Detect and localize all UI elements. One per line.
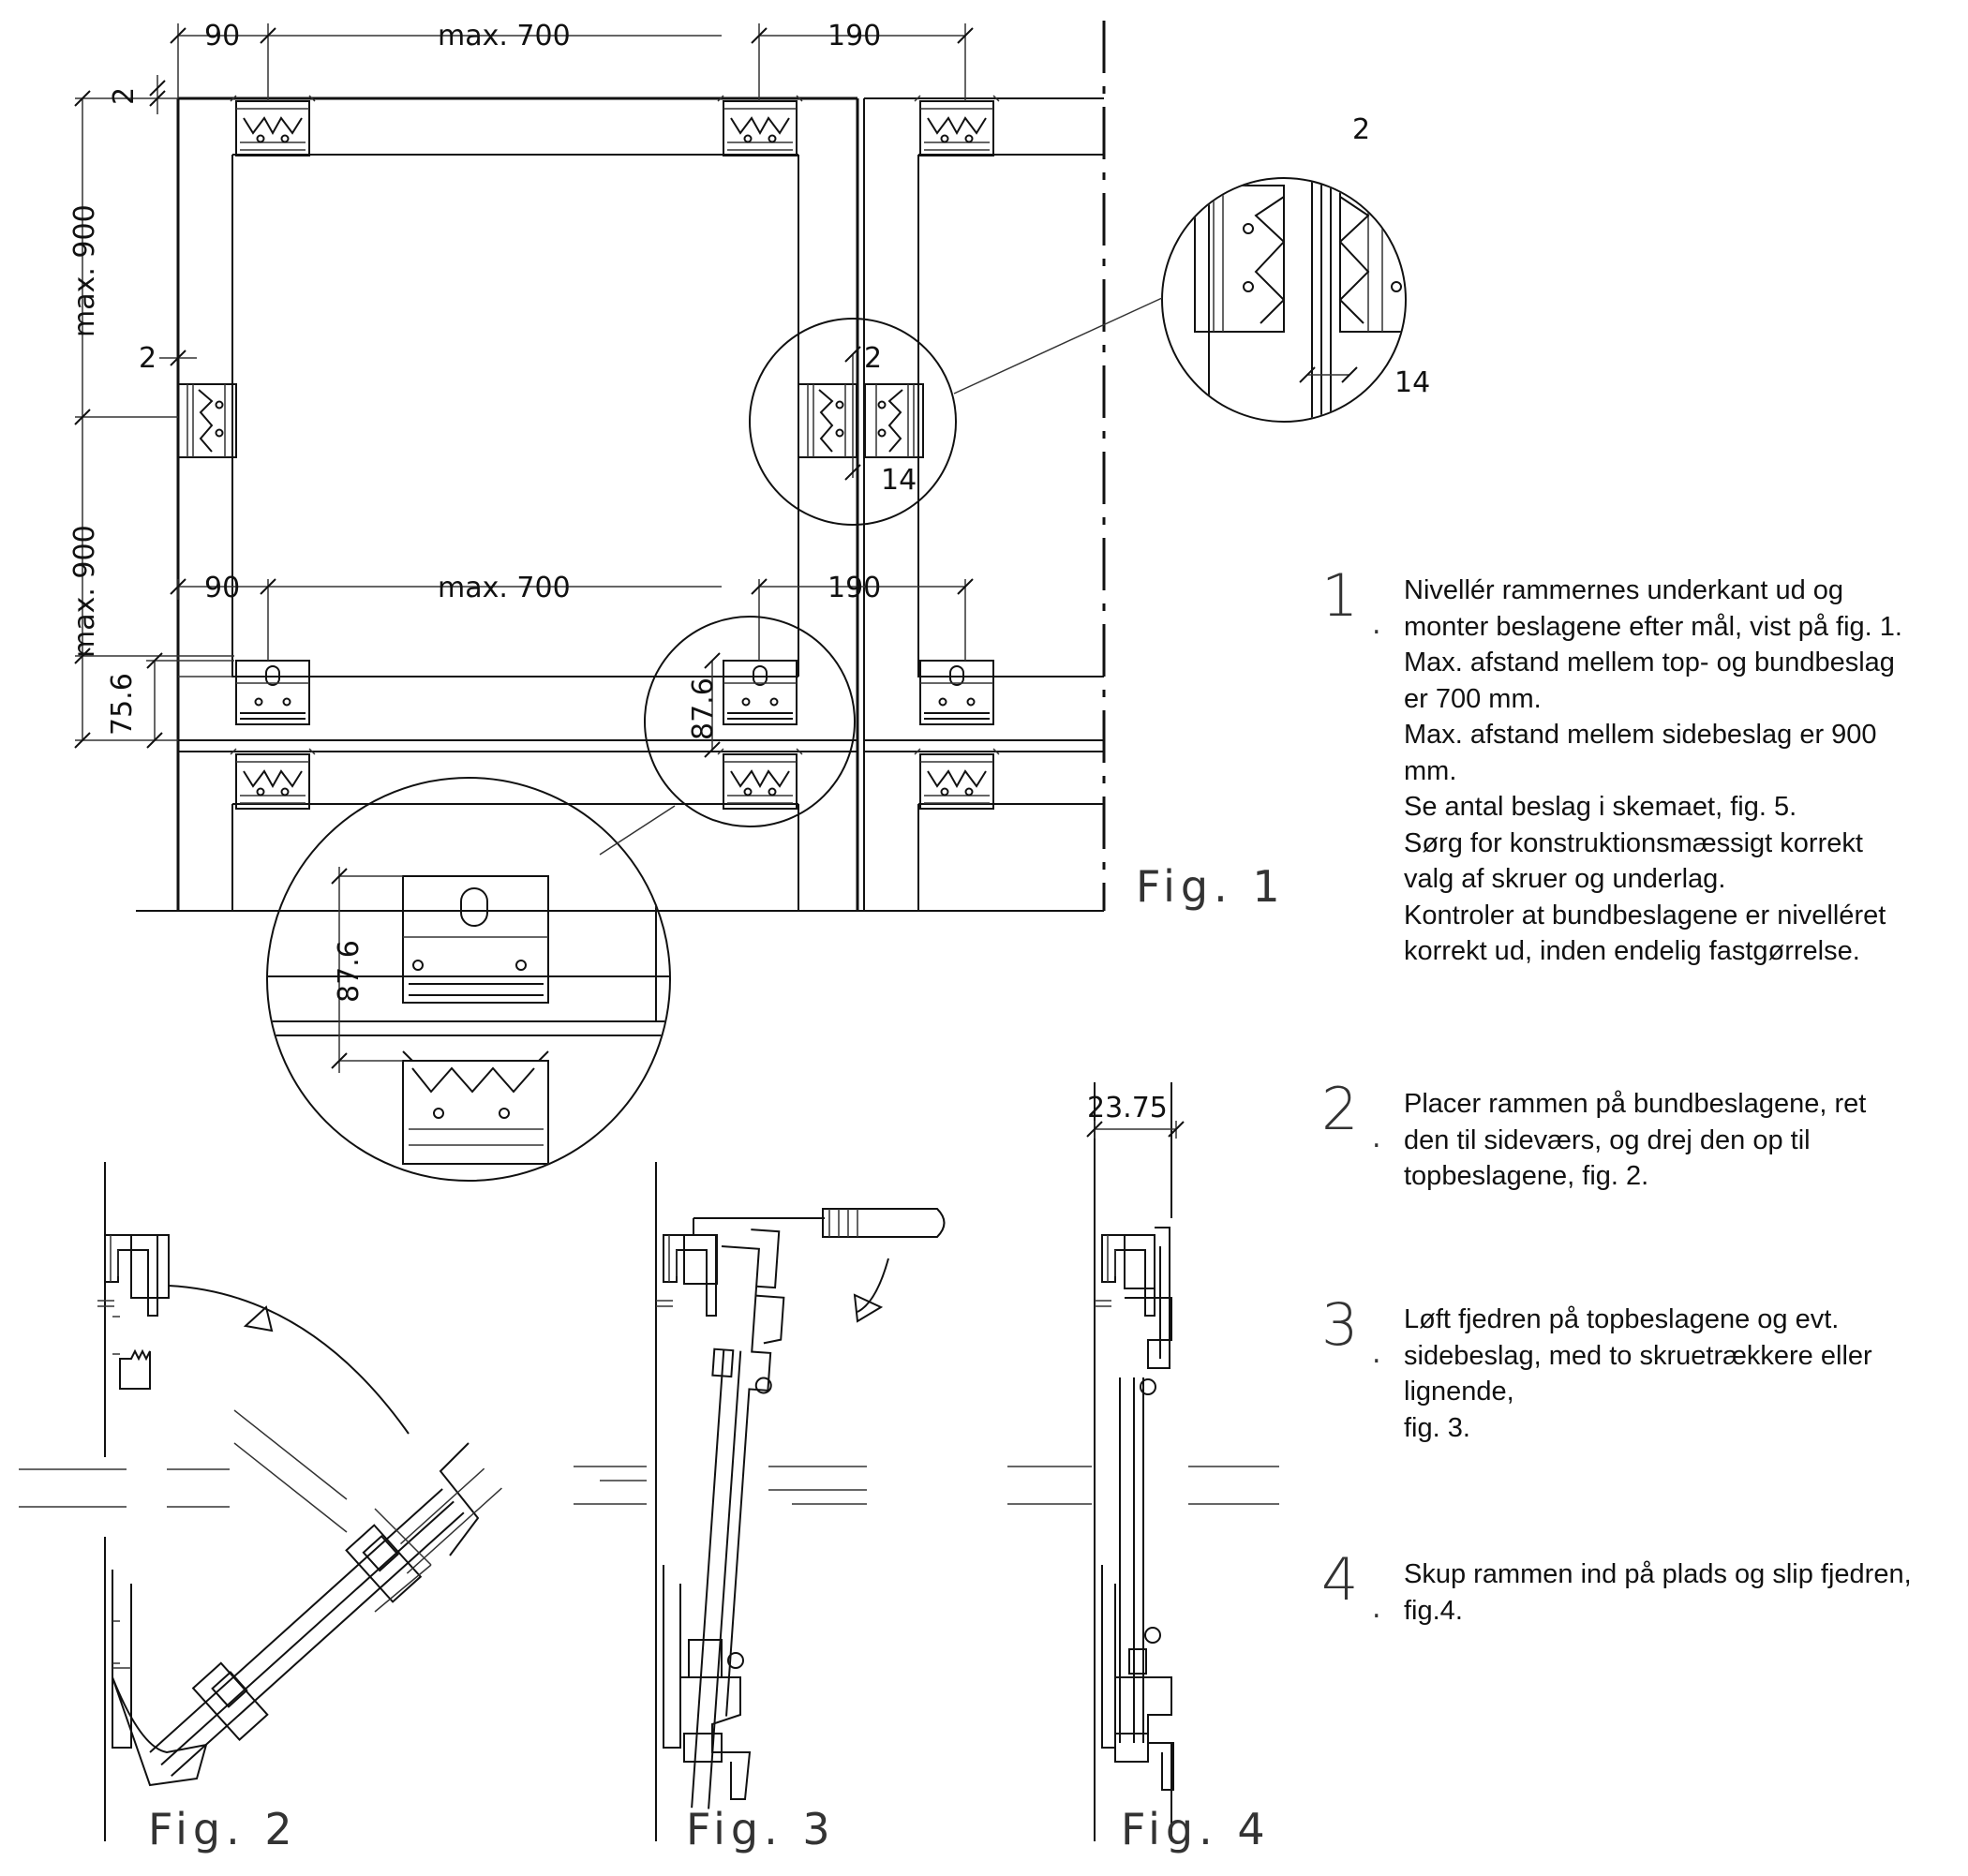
step-text: Placer rammen på bundbeslagene, ret den … — [1404, 1086, 1961, 1195]
dim-bottom-offset: 75.6 — [106, 673, 139, 736]
step-dot: . — [1372, 1122, 1381, 1154]
dim-top-mid: max. 700 — [438, 20, 571, 52]
dim-left-lower: max. 900 — [68, 525, 101, 658]
step-dot: . — [1372, 1592, 1381, 1625]
step-dot: . — [1372, 608, 1381, 641]
step-dot: . — [1372, 1337, 1381, 1370]
dim-side-depth: 14 — [881, 464, 917, 497]
dim-mid-left: 90 — [204, 572, 240, 604]
step-line: Max. afstand mellem sidebeslag er 900 — [1404, 720, 1877, 750]
step-line: Kontroler at bundbeslagene er nivelléret — [1404, 900, 1886, 931]
step-line: monter beslagene efter mål, vist på fig.… — [1404, 611, 1902, 642]
dim-bottom-slot: 87.6 — [687, 677, 720, 740]
step-line: topbeslagene, fig. 2. — [1404, 1161, 1649, 1191]
dim-detail-slot: 87.6 — [333, 940, 365, 1003]
dim-top-left: 90 — [204, 20, 240, 52]
step-line: Løft fjedren på topbeslagene og evt. — [1404, 1304, 1840, 1334]
dim-gap-top: 2 — [108, 87, 141, 105]
step-line: fig.4. — [1404, 1595, 1463, 1626]
fig4-dim-width: 23.75 — [1087, 1092, 1168, 1124]
step-line: mm. — [1404, 755, 1457, 786]
dim-top-right: 190 — [827, 20, 881, 52]
fig3-label: Fig. 3 — [686, 1804, 836, 1854]
step-line: Sørg for konstruktionsmæssigt korrekt — [1404, 827, 1863, 858]
step-line: valg af skruer og underlag. — [1404, 864, 1726, 894]
step-text: Skup rammen ind på plads og slip fjedren… — [1404, 1556, 1961, 1629]
step-line: Skup rammen ind på plads og slip fjedren… — [1404, 1559, 1912, 1589]
fig3-drawing: Fig. 3 — [574, 1162, 946, 1854]
step-line: Placer rammen på bundbeslagene, ret — [1404, 1089, 1867, 1119]
step-line: den til sideværs, og drej den op til — [1404, 1124, 1811, 1155]
dim-detail-gap: 2 — [1352, 113, 1370, 146]
step-line: Nivellér rammernes underkant ud og — [1404, 575, 1844, 605]
dim-detail-depth: 14 — [1394, 366, 1430, 399]
fig2-label: Fig. 2 — [148, 1804, 298, 1854]
dim-left-upper: max. 900 — [68, 204, 101, 337]
step-line: Se antal beslag i skemaet, fig. 5. — [1404, 792, 1797, 822]
step-line: lignende, — [1404, 1377, 1514, 1407]
step-number: 4 — [1321, 1545, 1359, 1614]
fig4-drawing: 23.75 Fig. 4 — [1007, 1082, 1279, 1854]
fig1-label: Fig. 1 — [1136, 861, 1286, 912]
step-number: 2 — [1321, 1075, 1359, 1143]
fig1-dimension-labels: 90 max. 700 190 90 max. 700 190 2 max. 9… — [68, 20, 1430, 1003]
dim-mid-mid: max. 700 — [438, 572, 571, 604]
step-number: 1 — [1321, 561, 1359, 630]
step-text: Nivellér rammernes underkant ud og monte… — [1404, 573, 1961, 970]
fig4-label: Fig. 4 — [1121, 1804, 1271, 1854]
dim-mid-right: 190 — [827, 572, 881, 604]
dim-gap-side: 2 — [139, 342, 157, 375]
dim-side-gap: 2 — [864, 342, 882, 375]
step-line: sidebeslag, med to skruetrækkere eller — [1404, 1340, 1872, 1371]
step-text: Løft fjedren på topbeslagene og evt. sid… — [1404, 1302, 1961, 1446]
step-line: korrekt ud, inden endelig fastgørrelse. — [1404, 936, 1860, 966]
step-line: er 700 mm. — [1404, 683, 1542, 714]
fig2-drawing: Fig. 2 — [19, 1162, 502, 1854]
step-number: 3 — [1321, 1290, 1359, 1359]
step-line: fig. 3. — [1404, 1412, 1470, 1443]
step-line: Max. afstand mellem top- og bundbeslag — [1404, 648, 1895, 677]
fig1-drawing: 90 max. 700 190 90 max. 700 190 2 max. 9… — [68, 20, 1430, 1182]
